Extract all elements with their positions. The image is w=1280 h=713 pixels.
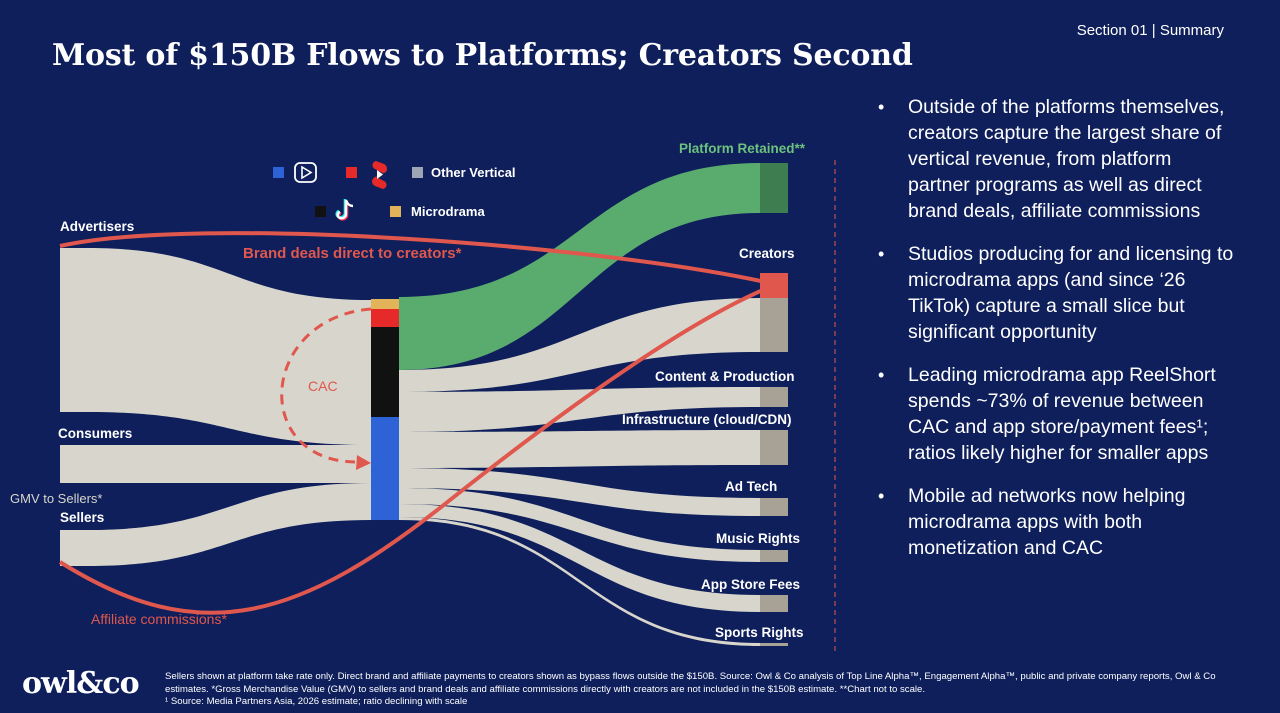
legend-other-vertical-label: Other Vertical xyxy=(431,165,516,180)
bypass-brand-deals xyxy=(59,231,771,285)
label-ad-tech: Ad Tech xyxy=(725,479,777,494)
tiktok-icon xyxy=(335,199,354,221)
node-sellers xyxy=(60,530,88,566)
legend-other-vertical-swatch xyxy=(412,167,423,178)
legend-microdrama-label: Microdrama xyxy=(411,204,485,219)
label-sellers: Sellers xyxy=(60,510,104,525)
legend-microdrama-swatch xyxy=(390,206,401,217)
bullet-text: Leading microdrama app ReelShort spends … xyxy=(908,364,1216,464)
node-app-store-fees xyxy=(760,595,788,612)
label-affiliate: Affiliate commissions* xyxy=(91,611,227,627)
label-app-store-fees: App Store Fees xyxy=(701,577,800,592)
cac-arrowhead xyxy=(356,455,371,470)
flow-music-rights xyxy=(399,488,760,562)
legend-shorts-swatch xyxy=(346,167,357,178)
node-music-rights xyxy=(760,550,788,562)
legend-youtube-swatch xyxy=(273,167,284,178)
page-title: Most of $150B Flows to Platforms; Creato… xyxy=(52,38,913,73)
node-ad-tech xyxy=(760,498,788,516)
company-logo: owl&co xyxy=(22,666,140,701)
label-content-production: Content & Production xyxy=(655,369,794,384)
legend-tiktok-swatch xyxy=(315,206,326,217)
label-consumers: Consumers xyxy=(58,426,132,441)
flow-app-store-fees xyxy=(399,504,760,612)
label-cac: CAC xyxy=(308,378,338,394)
summary-bullets: • Outside of the platforms themselves, cr… xyxy=(876,94,1236,578)
bullet-dot-icon: • xyxy=(878,97,885,117)
flow-consumers xyxy=(88,445,371,483)
cac-loop xyxy=(280,307,372,464)
node-sports-rights xyxy=(760,643,788,646)
flow-sellers xyxy=(88,483,371,566)
node-creators-bypass xyxy=(760,273,788,298)
platform-bar-microdrama xyxy=(371,299,399,309)
label-sports-rights: Sports Rights xyxy=(715,625,804,640)
node-consumers xyxy=(60,445,88,483)
youtube-icon xyxy=(294,162,317,183)
label-platform-retained: Platform Retained** xyxy=(679,141,806,156)
flow-advertisers xyxy=(88,248,371,445)
node-advertisers xyxy=(60,248,88,412)
bullet-item: • Leading microdrama app ReelShort spends… xyxy=(876,362,1236,466)
label-advertisers: Advertisers xyxy=(60,219,134,234)
platform-bar-tiktok xyxy=(371,327,399,417)
bullet-text: Studios producing for and licensing to m… xyxy=(908,243,1234,343)
node-content-production xyxy=(760,387,788,407)
footnote: Sellers shown at platform take rate only… xyxy=(165,671,1240,709)
flow-content-production xyxy=(399,387,760,432)
flow-platform-retained xyxy=(399,163,760,370)
label-music-rights: Music Rights xyxy=(716,531,800,546)
bullet-dot-icon: • xyxy=(878,244,885,264)
label-brand-deals: Brand deals direct to creators* xyxy=(243,245,462,262)
flow-infrastructure xyxy=(399,430,760,468)
label-infrastructure: Infrastructure (cloud/CDN) xyxy=(622,412,792,427)
bypass-affiliate xyxy=(58,285,771,615)
footnote-line-1: Sellers shown at platform take rate only… xyxy=(165,671,1216,695)
label-creators: Creators xyxy=(739,246,795,261)
bullet-item: • Studios producing for and licensing to … xyxy=(876,241,1236,345)
label-gmv-to-sellers: GMV to Sellers* xyxy=(10,491,102,506)
footnote-line-2: ¹ Source: Media Partners Asia, 2026 esti… xyxy=(165,696,468,707)
node-platform-retained xyxy=(760,163,788,213)
node-infrastructure xyxy=(760,430,788,465)
youtube-shorts-icon xyxy=(372,161,387,189)
platform-bar-youtube xyxy=(371,417,399,520)
legend: Other Vertical Microdrama xyxy=(273,161,516,221)
bullet-text: Mobile ad networks now helping microdram… xyxy=(908,485,1186,559)
bullet-dot-icon: • xyxy=(878,486,885,506)
bullet-text: Outside of the platforms themselves, cre… xyxy=(908,96,1225,222)
sankey-diagram: Other Vertical Microdrama Advertisers Co… xyxy=(10,141,836,652)
platform-bar-shorts xyxy=(371,309,399,327)
bullet-item: • Outside of the platforms themselves, cr… xyxy=(876,94,1236,224)
flow-creators xyxy=(399,298,760,392)
bullet-dot-icon: • xyxy=(878,365,885,385)
node-creators xyxy=(760,298,788,352)
section-label: Section 01 | Summary xyxy=(1076,22,1224,39)
bullet-item: • Mobile ad networks now helping microdra… xyxy=(876,483,1236,561)
flow-ad-tech xyxy=(399,468,760,516)
flow-sports-rights xyxy=(399,517,760,646)
